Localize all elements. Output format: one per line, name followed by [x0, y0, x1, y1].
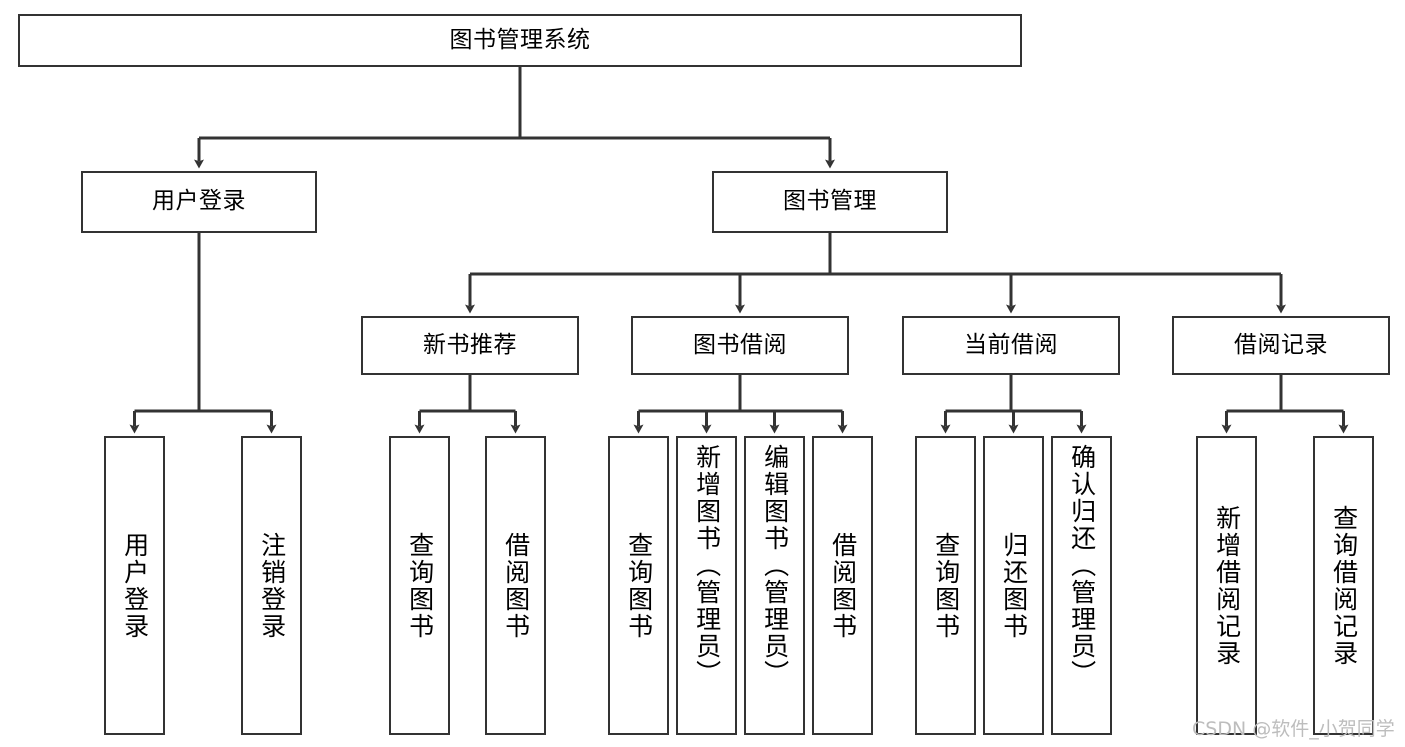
node-label-borrow-record: 借阅记录 — [1234, 331, 1328, 358]
node-leaf-add-book[interactable]: 新增图书（管理员） — [676, 436, 737, 735]
node-leaf-return-book[interactable]: 归还图书 — [983, 436, 1044, 735]
node-leaf-user-login[interactable]: 用户登录 — [104, 436, 165, 735]
node-borrow-record[interactable]: 借阅记录 — [1172, 316, 1390, 375]
csdn-watermark: CSDN @软件_小贺同学 — [1192, 718, 1395, 740]
node-label-leaf-query-book-3: 查询图书 — [931, 531, 961, 640]
node-leaf-add-record[interactable]: 新增借阅记录 — [1196, 436, 1257, 735]
node-root[interactable]: 图书管理系统 — [18, 14, 1022, 67]
node-new-book-rec[interactable]: 新书推荐 — [361, 316, 579, 375]
node-leaf-borrow-book-1[interactable]: 借阅图书 — [485, 436, 546, 735]
node-label-leaf-add-record: 新增借阅记录 — [1212, 504, 1242, 667]
node-leaf-confirm-return[interactable]: 确认归还（管理员） — [1051, 436, 1112, 735]
node-user-login[interactable]: 用户登录 — [81, 171, 317, 233]
node-label-leaf-edit-book: 编辑图书（管理员） — [760, 444, 790, 687]
node-current-borrow[interactable]: 当前借阅 — [902, 316, 1120, 375]
node-label-new-book-rec: 新书推荐 — [423, 331, 517, 358]
node-label-leaf-borrow-book-1: 借阅图书 — [501, 531, 531, 640]
node-leaf-borrow-book-2[interactable]: 借阅图书 — [812, 436, 873, 735]
node-leaf-edit-book[interactable]: 编辑图书（管理员） — [744, 436, 805, 735]
node-book-manage[interactable]: 图书管理 — [712, 171, 948, 233]
node-label-leaf-confirm-return: 确认归还（管理员） — [1067, 444, 1097, 687]
node-label-leaf-query-book-1: 查询图书 — [405, 531, 435, 640]
node-label-leaf-user-logout: 注销登录 — [257, 531, 287, 640]
node-label-current-borrow: 当前借阅 — [964, 331, 1058, 358]
node-leaf-query-book-1[interactable]: 查询图书 — [389, 436, 450, 735]
node-label-book-borrow: 图书借阅 — [693, 331, 787, 358]
node-leaf-query-record[interactable]: 查询借阅记录 — [1313, 436, 1374, 735]
node-label-root: 图书管理系统 — [449, 26, 591, 53]
node-leaf-user-logout[interactable]: 注销登录 — [241, 436, 302, 735]
node-label-leaf-return-book: 归还图书 — [999, 531, 1029, 640]
node-label-leaf-add-book: 新增图书（管理员） — [692, 444, 722, 687]
node-leaf-query-book-3[interactable]: 查询图书 — [915, 436, 976, 735]
node-label-leaf-borrow-book-2: 借阅图书 — [828, 531, 858, 640]
node-label-leaf-user-login: 用户登录 — [120, 531, 150, 640]
node-book-borrow[interactable]: 图书借阅 — [631, 316, 849, 375]
node-label-leaf-query-record: 查询借阅记录 — [1329, 504, 1359, 667]
node-label-user-login: 用户登录 — [152, 188, 246, 215]
node-label-leaf-query-book-2: 查询图书 — [624, 531, 654, 640]
node-label-book-manage: 图书管理 — [783, 188, 877, 215]
node-leaf-query-book-2[interactable]: 查询图书 — [608, 436, 669, 735]
